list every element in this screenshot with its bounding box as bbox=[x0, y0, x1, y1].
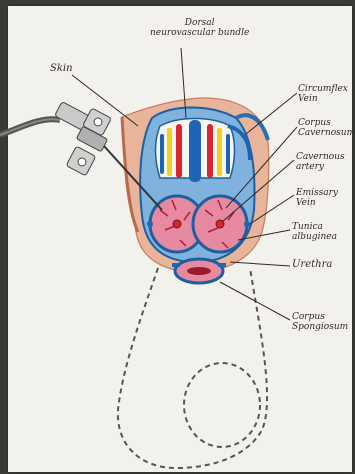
dorsal-nerve-right bbox=[217, 128, 222, 176]
label-dorsal-bundle: Dorsal neurovascular bundle bbox=[150, 18, 249, 38]
label-urethra: Urethra bbox=[292, 260, 332, 270]
dorsal-artery-right bbox=[207, 124, 213, 178]
urethra bbox=[187, 267, 211, 275]
label-corpus-cavernosum: Corpus Cavernosum bbox=[298, 118, 355, 138]
emissary-vein-right bbox=[244, 221, 250, 227]
label-corpus-spongiosum: Corpus Spongiosum bbox=[292, 312, 348, 332]
label-skin: Skin bbox=[50, 64, 73, 74]
dorsal-nerve-left bbox=[167, 128, 172, 176]
emissary-vein-left bbox=[147, 221, 153, 227]
glans-outline-dashed bbox=[184, 363, 260, 447]
label-emissary-vein: Emissary Vein bbox=[296, 188, 338, 208]
dorsal-artery-left bbox=[176, 124, 182, 178]
cavernous-artery-left bbox=[173, 220, 181, 228]
label-circumflex-vein: Circumflex Vein bbox=[298, 84, 348, 104]
label-cavernous-artery: Cavernous artery bbox=[296, 152, 345, 172]
label-tunica-albuginea: Tunica albuginea bbox=[292, 222, 337, 242]
dorsal-vein bbox=[189, 120, 201, 182]
